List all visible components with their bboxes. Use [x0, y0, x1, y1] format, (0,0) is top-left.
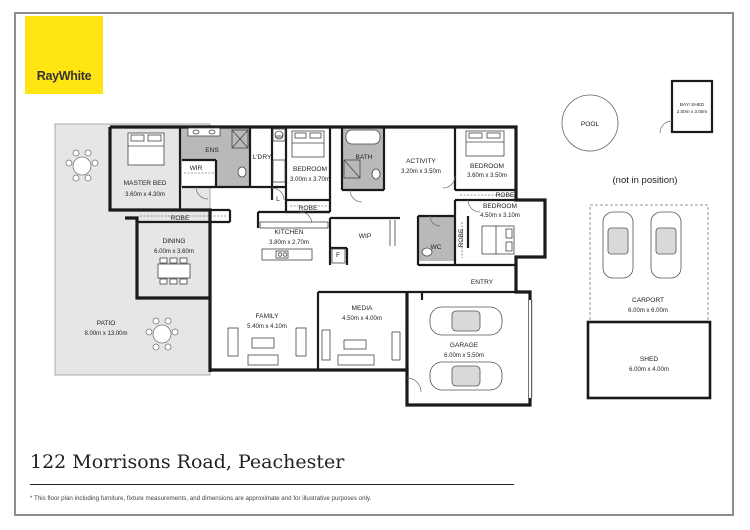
room-label-media: MEDIA [352, 305, 373, 312]
room-label-kitchen: KITCHEN [275, 229, 304, 236]
room-label-bay-shed: BAY/ SHED [680, 102, 705, 107]
room-dims-shed: 6.00m x 4.00m [629, 367, 669, 373]
master-bed-icon [127, 132, 165, 166]
wardrobe-rails [140, 172, 514, 258]
interior-walls [137, 127, 530, 370]
room-label-pool: POOL [581, 121, 600, 128]
bay-shed-door [659, 120, 673, 134]
room-dims-garage: 6.00m x 5.50m [444, 353, 484, 359]
room-label-wc: WC [431, 244, 442, 251]
carport-car-icon [602, 211, 682, 279]
media-lounge-icon [321, 329, 401, 366]
room-label-ens: ENS [205, 147, 219, 154]
disclaimer-text: * This floor plan including furniture, f… [30, 495, 372, 502]
fridge-icon [331, 248, 346, 264]
kitchen-island-icon [259, 221, 329, 261]
room-label-wip: WIP [359, 233, 372, 240]
room-label-robe-bed4: ROBE [458, 228, 465, 247]
room-label-bedroom-2: BEDROOM [293, 166, 327, 173]
wip-shelves-icon [389, 220, 396, 246]
room-dims-dining: 6.00m x 3.60m [154, 249, 194, 255]
room-label-robe-bed2: ROBE [299, 205, 318, 212]
family-lounge-icon [227, 327, 307, 366]
room-dims-activity: 3.20m x 3.50m [401, 169, 441, 175]
brand-logo: RayWhite [25, 16, 103, 94]
room-dims-master-bed: 3.60m x 4.30m [125, 192, 165, 198]
laundry-icon [272, 128, 286, 183]
room-label-family: FAMILY [256, 313, 280, 320]
room-label-carport: CARPORT [632, 297, 664, 304]
room-label-wm: WM [275, 134, 283, 139]
dining-table-icon [157, 257, 191, 285]
room-label-l: L [276, 196, 280, 203]
room-dims-media: 4.50m x 4.00m [342, 316, 382, 322]
room-dims-bedroom-4: 4.50m x 3.10m [480, 213, 520, 219]
room-label-bath: BATH [355, 154, 372, 161]
room-dims-kitchen: 3.80m x 2.70m [269, 240, 309, 246]
room-label-ldry: L'DRY [253, 154, 272, 161]
shed-outline [586, 320, 712, 400]
room-label-dining: DINING [162, 238, 185, 245]
car-icon [429, 306, 503, 391]
room-dims-bay-shed: 2.00m x 3.00m [677, 109, 708, 114]
room-label-master-bed: MASTER BED [124, 180, 167, 187]
room-dims-family: 5.40m x 4.10m [247, 324, 287, 330]
carport-outline [589, 204, 709, 323]
bathtub-icon [345, 129, 381, 145]
bay-shed-outline [670, 79, 714, 134]
property-address: 122 Morrisons Road, Peachester [30, 451, 345, 473]
room-label-wir: WIR [190, 165, 203, 172]
room-label-shed: SHED [640, 356, 659, 363]
patio-table-icon [145, 317, 179, 351]
room-dims-bedroom-2: 3.00m x 3.70m [290, 177, 330, 183]
toilet-icon [237, 166, 433, 257]
room-dims-patio: 8.00m x 13.00m [84, 331, 127, 337]
bedroom-bed-icon [465, 130, 505, 157]
patio-table-icon [65, 149, 99, 182]
page-frame [14, 12, 734, 516]
room-dims-bedroom-3: 3.60m x 3.50m [467, 173, 507, 179]
shower-icon [231, 129, 361, 179]
not-in-position-note: (not in position) [612, 175, 678, 186]
room-label-entry: ENTRY [471, 279, 494, 286]
bedroom-bed-icon [481, 225, 515, 255]
room-label-bedroom-4: BEDROOM [483, 203, 517, 210]
room-label-f: F [336, 252, 340, 259]
vanity-icon [187, 127, 221, 137]
room-label-robe-master: ROBE [171, 215, 190, 222]
room-label-patio: PATIO [97, 320, 116, 327]
room-label-bedroom-3: BEDROOM [470, 163, 504, 170]
brand-logo-text: RayWhite [36, 69, 92, 83]
address-divider [30, 484, 514, 485]
bedroom-bed-icon [291, 130, 325, 158]
room-dims-carport: 6.00m x 6.00m [628, 308, 668, 314]
room-label-garage: GARAGE [450, 342, 479, 349]
room-label-activity: ACTIVITY [406, 158, 436, 165]
pool-outline [561, 94, 619, 152]
room-label-robe-bed3: ROBE [496, 192, 515, 199]
wir-floor [182, 160, 216, 187]
